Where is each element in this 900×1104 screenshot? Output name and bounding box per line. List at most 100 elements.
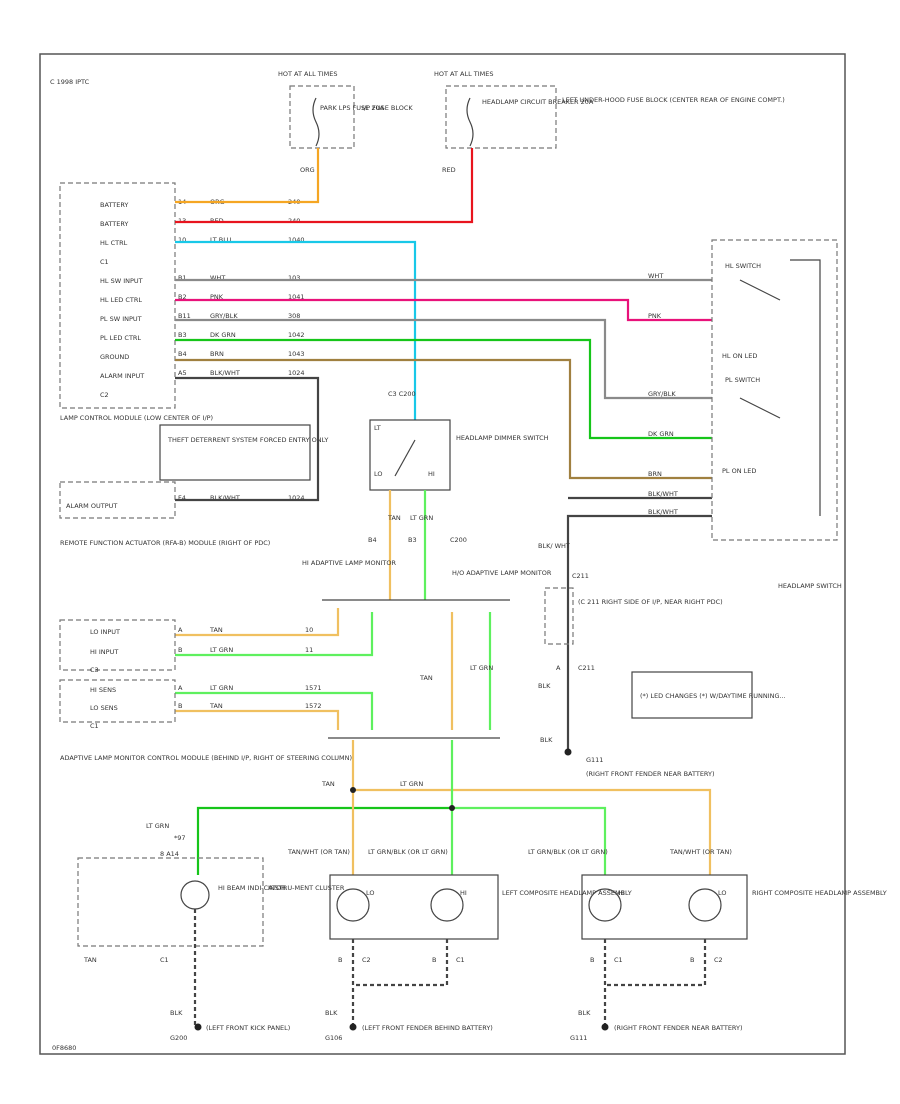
gnd-blk-wht: BLK/ WHT (538, 542, 570, 550)
left-ground: G106 (325, 1034, 342, 1042)
lcm-pin-number: B4 (178, 350, 187, 358)
alarm-pin: F4 (178, 494, 186, 502)
gnd-blk2: BLK (540, 736, 553, 744)
left-c1: C2 (362, 956, 371, 964)
dimmer-lo: LO (374, 470, 383, 478)
rfa-pin-wire: TAN (209, 702, 223, 710)
switch-internal-bus (790, 259, 821, 516)
wire-pnk (175, 298, 712, 322)
wire-dk-grn (175, 338, 712, 440)
lcm-pin-circuit: 1040 (288, 236, 305, 244)
wire-blk-wht-alarm (175, 376, 320, 502)
lamp-control-module-label: LAMP CONTROL MODULE (LOW CENTER OF I/P) (60, 414, 213, 422)
rfa-pin-wire: TAN (209, 626, 223, 634)
lcm-pin-wire: LT BLU (210, 236, 232, 244)
headlamp-switch-box (711, 239, 838, 541)
alarm-wire: BLK/WHT (210, 494, 240, 502)
dimmer-wire-tan: TAN (387, 514, 401, 522)
rfa-pin-label: C3 (90, 666, 99, 674)
right-blk: BLK (578, 1009, 591, 1017)
theft-deterrent-label: THEFT DETERRENT SYSTEM FORCED ENTRY ONLY (167, 436, 328, 444)
lcm-pin-circuit: 1043 (288, 350, 305, 358)
cluster-ground: G200 (170, 1034, 187, 1042)
lcm-pin-label: BATTERY (100, 201, 128, 209)
cluster-circuit: *97 (174, 834, 186, 842)
rfa-pin-circuit: 1571 (305, 684, 322, 692)
rfa-pin-circuit: 10 (305, 626, 313, 634)
gnd-c211: C211 (572, 572, 589, 580)
wire-org-label: ORG (300, 166, 315, 174)
remote-function-label: REMOTE FUNCTION ACTUATOR (RFA-B) MODULE … (60, 539, 270, 547)
right-head-wire1: LT GRN/BLK (OR LT GRN) (528, 848, 608, 856)
title-code: C 1998 IPTC (50, 78, 90, 86)
dimmer-lt: LT (374, 424, 381, 432)
lcm-pin-label: PL LED CTRL (100, 334, 141, 342)
gnd-g111: G111 (586, 756, 603, 764)
bus-tan-label: TAN (321, 780, 335, 788)
cluster-blk: BLK (170, 1009, 183, 1017)
underhood-fuse-block-label: LEFT UNDER-HOOD FUSE BLOCK (CENTER REAR … (562, 96, 785, 104)
right-lo-lamp (688, 888, 722, 922)
splice-tan (350, 787, 356, 793)
wire-tan-lo-input (175, 608, 340, 637)
instrument-cluster-box (77, 857, 264, 947)
ground-g111-dot (564, 748, 572, 756)
wire-org (175, 148, 320, 204)
wire-right-head-ground-2 (605, 939, 707, 987)
dimmer-wire-ltgrn: LT GRN (410, 514, 433, 522)
lcm-pin-label: GROUND (100, 353, 129, 361)
wire-brn (175, 358, 712, 480)
lcm-pin-number: B2 (178, 293, 187, 301)
ground-g200-dot (194, 1023, 202, 1031)
rfa-connector-c3-box (59, 619, 176, 671)
hi-beam-indicator-label: HI BEAM INDI-CATOR (218, 884, 286, 892)
pl-switch-label: PL SWITCH (725, 376, 760, 384)
wire-ltgrn-hi-input (175, 612, 374, 657)
ground-g111b-dot (601, 1023, 609, 1031)
lcm-pin-circuit: 1041 (288, 293, 305, 301)
wire-red-label: RED (442, 166, 456, 174)
cluster-pin: 8 A14 (160, 850, 179, 858)
left-head-wire1: TAN/WHT (OR TAN) (287, 848, 350, 856)
hi-adaptive-monitor-label: HI ADAPTIVE LAMP MONITOR (302, 559, 396, 567)
power-source-park-fuse: HOT AT ALL TIMES PARK LPS FUSE 20A I/P F… (278, 70, 413, 174)
rfa-pin-label: HI INPUT (90, 648, 118, 656)
left-hi: HI (460, 889, 467, 897)
dimmer-contact (394, 439, 416, 477)
dimmer-c200: C200 (450, 536, 467, 544)
pl-switch-contact (739, 397, 781, 419)
wire-blk-wht-2 (566, 514, 712, 750)
rfa-pin-wire: LT GRN (210, 646, 233, 654)
wire-ltgrn-hi-sens (175, 691, 374, 730)
wire-tan-lo-sens (175, 709, 340, 730)
lcm-pin-number: 10 (178, 236, 186, 244)
rfa-pin-number: B (178, 702, 182, 710)
switch-wire-label: GRY/BLK (648, 390, 676, 398)
headlamp-breaker-symbol (466, 97, 474, 147)
left-lo: LO (366, 889, 375, 897)
left-headlamp-box (329, 874, 499, 940)
lcm-pin-wire: GRY/BLK (210, 312, 238, 320)
alm-tan-label: TAN (419, 674, 433, 682)
park-fuse-symbol (312, 97, 320, 147)
left-head-wire2: LT GRN/BLK (OR LT GRN) (368, 848, 448, 856)
ip-fuse-block-box (289, 85, 355, 149)
rfa-pin-label: LO SENS (90, 704, 118, 712)
switch-wire-label: BLK/WHT (648, 490, 678, 498)
lcm-pin-label: C1 (100, 258, 109, 266)
dimmer-switch-label: HEADLAMP DIMMER SWITCH (456, 434, 549, 442)
cluster-c1: C1 (160, 956, 169, 964)
hi-beam-indicator-lamp (180, 880, 210, 910)
lcm-pin-label: HL CTRL (100, 239, 128, 247)
hl-switch-label: HL SWITCH (725, 262, 761, 270)
lcm-pin-label: BATTERY (100, 220, 128, 228)
rfa-connector-c1-box (59, 679, 176, 723)
alarm-circuit: 1024 (288, 494, 305, 502)
right-hi-lamp (588, 888, 622, 922)
lcm-pin-wire: BRN (210, 350, 224, 358)
left-pin-b2: B (432, 956, 436, 964)
hl-on-led-label: HL ON LED (722, 352, 757, 360)
lcm-pin-number: A5 (178, 369, 187, 377)
